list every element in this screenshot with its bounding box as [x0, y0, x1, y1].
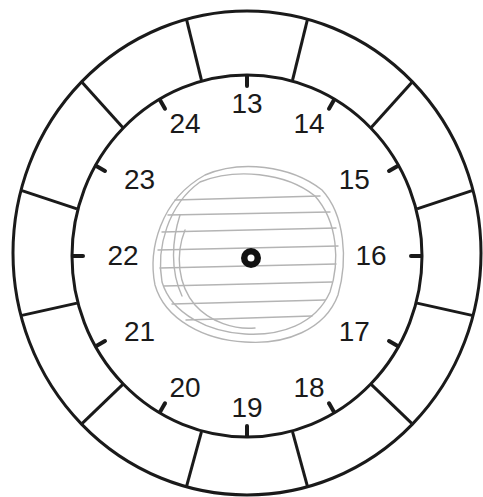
dial-tick — [245, 76, 249, 86]
dial-tick — [96, 166, 105, 171]
dial-tick — [329, 100, 334, 109]
rim-divider — [417, 303, 472, 315]
hour-number: 24 — [169, 110, 200, 138]
hour-number: 13 — [231, 90, 262, 118]
rim-divider — [187, 432, 202, 486]
dial-tick — [389, 166, 398, 171]
dial-tick — [73, 254, 83, 258]
dial-tick — [389, 341, 398, 346]
rim-divider — [371, 83, 411, 128]
hour-number: 22 — [107, 242, 138, 270]
inner-dial — [72, 75, 422, 437]
rim-divider — [82, 83, 122, 128]
pencil-scribble — [153, 167, 343, 343]
hour-number: 17 — [339, 318, 370, 346]
center-pin — [241, 248, 261, 268]
dial-tick — [160, 403, 165, 412]
rim-divider — [187, 20, 202, 80]
rim-divider — [417, 191, 472, 209]
hour-number: 20 — [169, 374, 200, 402]
hour-number: 21 — [124, 318, 155, 346]
dial-ticks — [73, 76, 421, 436]
rim-divider — [293, 20, 308, 80]
rim-divider — [371, 385, 411, 424]
rim-divider — [82, 385, 122, 424]
hour-number: 14 — [293, 110, 324, 138]
outer-rim — [13, 11, 481, 495]
hour-number: 19 — [231, 394, 262, 422]
rim-dividers — [22, 20, 472, 486]
rim-divider — [22, 303, 77, 315]
center-hole — [248, 255, 255, 262]
rim-divider — [22, 191, 77, 209]
dial-tick — [245, 426, 249, 436]
dial-tick — [411, 254, 421, 258]
hour-number: 15 — [339, 166, 370, 194]
hour-number: 16 — [355, 242, 386, 270]
dial-tick — [160, 100, 165, 109]
hour-number: 23 — [124, 166, 155, 194]
hour-number: 18 — [293, 374, 324, 402]
dial-tick — [96, 341, 105, 346]
rim-divider — [293, 432, 308, 486]
dial-tick — [329, 403, 334, 412]
